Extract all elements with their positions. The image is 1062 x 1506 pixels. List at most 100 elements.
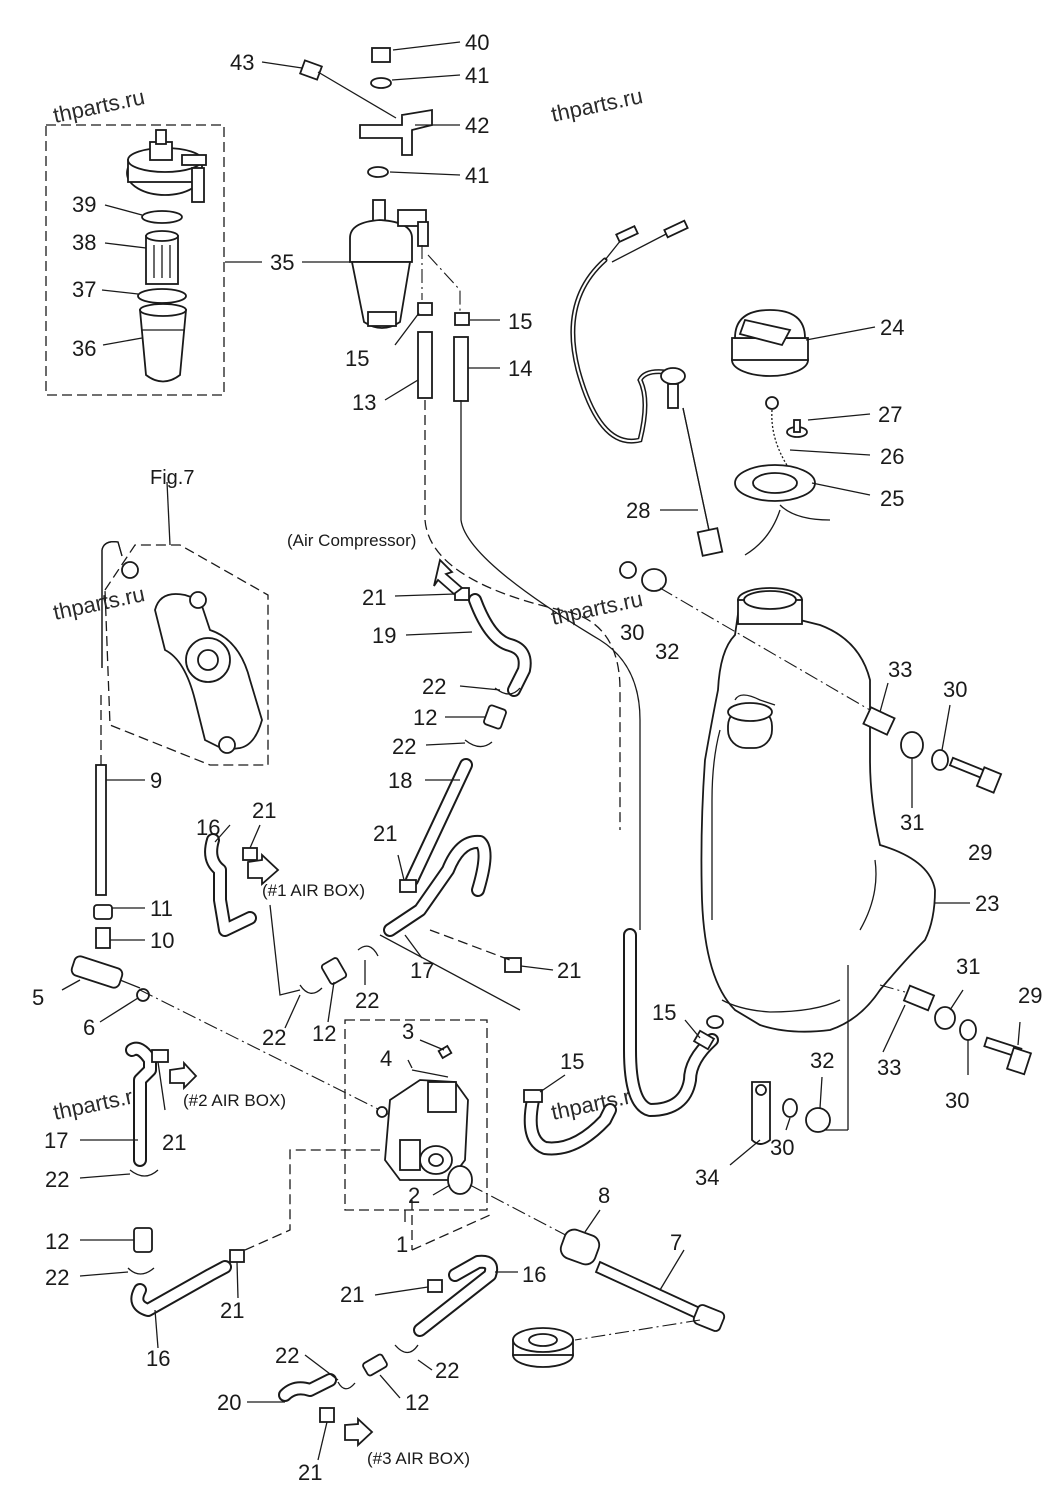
collar-8 bbox=[559, 1228, 601, 1266]
callout-30: 30 bbox=[943, 677, 967, 702]
callout-18: 18 bbox=[388, 768, 412, 793]
watermark-2: thparts.ru bbox=[549, 83, 645, 127]
callout-9: 9 bbox=[150, 768, 162, 793]
filter-bowl-36 bbox=[139, 303, 187, 383]
callout-21: 21 bbox=[252, 798, 276, 823]
link-rod-9 bbox=[95, 764, 107, 896]
washer-30-upper bbox=[931, 749, 949, 771]
callout-43: 43 bbox=[230, 50, 254, 75]
callout-15: 15 bbox=[508, 309, 532, 334]
callout-5: 5 bbox=[32, 985, 44, 1010]
callout-42: 42 bbox=[465, 113, 489, 138]
callout-33: 33 bbox=[888, 657, 912, 682]
callout-21: 21 bbox=[557, 958, 581, 983]
callout-22: 22 bbox=[45, 1167, 69, 1192]
grommet-31-upper bbox=[900, 731, 924, 759]
label-air-box-1: (#1 AIR BOX) bbox=[262, 881, 365, 900]
screw-3 bbox=[437, 1044, 453, 1060]
bracket-42 bbox=[359, 108, 433, 156]
seal-cup bbox=[512, 1327, 574, 1368]
label-air-box-3: (#3 AIR BOX) bbox=[367, 1449, 470, 1468]
arrow-air-box-1 bbox=[247, 852, 280, 886]
filler-ring-25 bbox=[734, 464, 816, 502]
o-ring-37 bbox=[137, 288, 187, 304]
callout-22: 22 bbox=[275, 1343, 299, 1368]
tank-outlet bbox=[706, 1015, 724, 1029]
callout-4: 4 bbox=[380, 1046, 392, 1071]
callout-3: 3 bbox=[402, 1019, 414, 1044]
callout-22: 22 bbox=[355, 988, 379, 1013]
spring-4 bbox=[411, 1069, 449, 1078]
check-valve-12-upper bbox=[483, 704, 507, 730]
fuel-gauge-sender-28 bbox=[660, 367, 724, 557]
clamp-21-box3-top bbox=[427, 1279, 443, 1293]
callout-29: 29 bbox=[1018, 983, 1042, 1008]
fuel-filter-assembly-35 bbox=[349, 199, 429, 329]
fuel-line-path-14 bbox=[460, 400, 641, 930]
arrow-air-compressor bbox=[433, 558, 464, 596]
clamp-22-box3-left bbox=[337, 1381, 356, 1390]
callout-20: 20 bbox=[217, 1390, 241, 1415]
arrow-air-box-3 bbox=[344, 1416, 374, 1448]
callout-26: 26 bbox=[880, 444, 904, 469]
callout-21: 21 bbox=[298, 1460, 322, 1485]
callout-21: 21 bbox=[220, 1298, 244, 1323]
callout-7: 7 bbox=[670, 1230, 682, 1255]
rivet-27 bbox=[786, 419, 808, 438]
callout-13: 13 bbox=[352, 390, 376, 415]
callout-16: 16 bbox=[146, 1346, 170, 1371]
callout-19: 19 bbox=[372, 623, 396, 648]
label-air-compressor: (Air Compressor) bbox=[287, 531, 416, 550]
check-valve-12-lower bbox=[133, 1227, 153, 1253]
hose-13 bbox=[417, 331, 433, 399]
callout-23: 23 bbox=[975, 891, 999, 916]
leader-lines bbox=[61, 41, 1021, 1461]
callout-22: 22 bbox=[435, 1358, 459, 1383]
callout-21: 21 bbox=[373, 821, 397, 846]
callout-39: 39 bbox=[72, 192, 96, 217]
callout-31: 31 bbox=[900, 810, 924, 835]
watermark-5: thparts.ru bbox=[51, 1081, 147, 1125]
callout-28: 28 bbox=[626, 498, 650, 523]
callout-21: 21 bbox=[340, 1282, 364, 1307]
filter-element-38 bbox=[145, 230, 179, 285]
callout-40: 40 bbox=[465, 30, 489, 55]
bolt-29-upper bbox=[948, 756, 1003, 794]
callout-12: 12 bbox=[413, 705, 437, 730]
callout-34: 34 bbox=[695, 1165, 719, 1190]
callout-36: 36 bbox=[72, 336, 96, 361]
callout-30: 30 bbox=[770, 1135, 794, 1160]
clamp-21-box2 bbox=[151, 1049, 169, 1063]
clamp-15-right bbox=[454, 312, 470, 326]
watermark-1: thparts.ru bbox=[51, 84, 147, 128]
callout-12: 12 bbox=[45, 1229, 69, 1254]
callout-32: 32 bbox=[655, 639, 679, 664]
carburetor-assembly-1 bbox=[376, 1079, 469, 1181]
fuel-filter-cap bbox=[126, 129, 207, 203]
link-end-5 bbox=[70, 955, 141, 989]
clamp-21-mid bbox=[399, 879, 417, 893]
clamp-22-mid bbox=[357, 945, 379, 957]
callout-25: 25 bbox=[880, 486, 904, 511]
collar-33-lower bbox=[902, 984, 936, 1012]
check-valve-12-mid bbox=[320, 957, 348, 985]
callout-10: 10 bbox=[150, 928, 174, 953]
callout-17: 17 bbox=[410, 958, 434, 983]
washer-30-upper-left bbox=[619, 561, 637, 579]
clamp-15-left bbox=[417, 302, 433, 316]
callout-22: 22 bbox=[45, 1265, 69, 1290]
callout-22: 22 bbox=[262, 1025, 286, 1050]
callout-22: 22 bbox=[392, 734, 416, 759]
callout-27: 27 bbox=[878, 402, 902, 427]
callout-numbers: 40 41 43 42 41 39 38 35 37 36 15 15 14 1… bbox=[32, 30, 1042, 1485]
bolt-43 bbox=[298, 59, 397, 119]
washer-30-lower-left bbox=[782, 1098, 798, 1118]
hose-14 bbox=[453, 336, 469, 402]
callout-24: 24 bbox=[880, 315, 904, 340]
clamp-22-lower bbox=[464, 739, 493, 748]
clamp-22-box2-upper bbox=[129, 1169, 159, 1177]
grommet-32-upper bbox=[641, 568, 667, 592]
sender-wire bbox=[570, 257, 668, 444]
label-air-box-2: (#2 AIR BOX) bbox=[183, 1091, 286, 1110]
callout-11: 11 bbox=[150, 896, 173, 921]
